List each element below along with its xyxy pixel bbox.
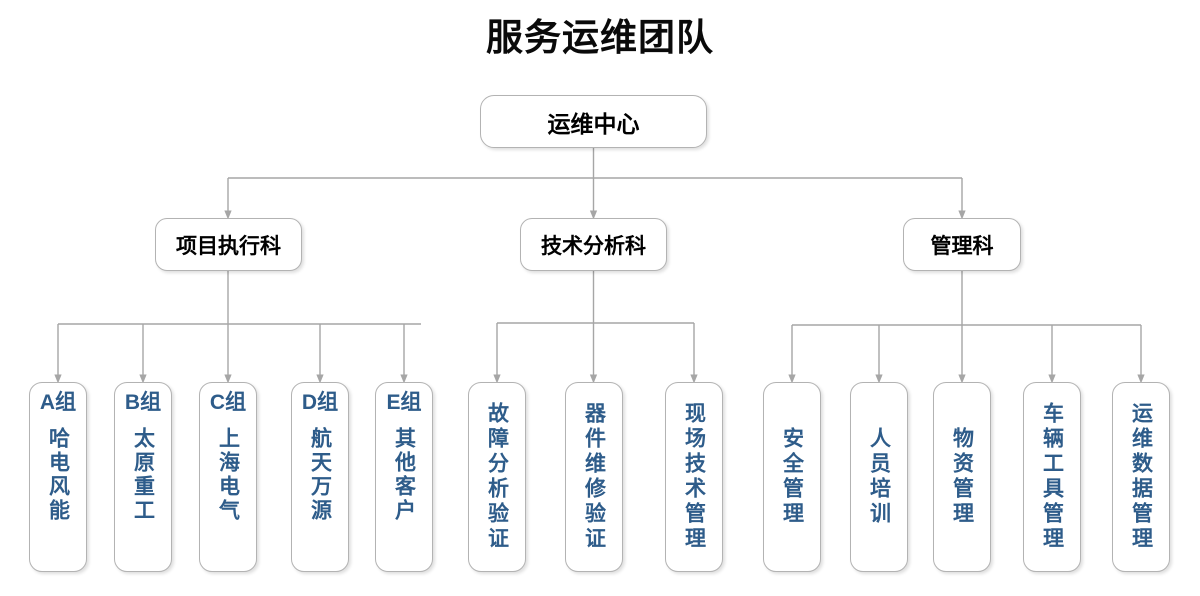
node-leaf-material-management[interactable]: 物资管理 xyxy=(933,382,991,572)
node-leaf-ops-data-management[interactable]: 运维数据管理 xyxy=(1112,382,1170,572)
node-dept-technical-analysis[interactable]: 技术分析科 xyxy=(520,218,667,271)
node-leaf-group-a[interactable]: A组 哈电风能 xyxy=(29,382,87,572)
leaf-name: 太原重工 xyxy=(131,427,155,524)
leaf-name: 现场技术管理 xyxy=(682,402,706,552)
node-leaf-component-repair[interactable]: 器件维修验证 xyxy=(565,382,623,572)
node-leaf-fault-analysis[interactable]: 故障分析验证 xyxy=(468,382,526,572)
node-dept-label: 技术分析科 xyxy=(541,234,646,258)
leaf-name: 航天万源 xyxy=(308,427,332,524)
node-leaf-group-e[interactable]: E组 其他客户 xyxy=(375,382,433,572)
node-root[interactable]: 运维中心 xyxy=(480,95,707,148)
node-dept-management[interactable]: 管理科 xyxy=(903,218,1021,271)
page-title: 服务运维团队 xyxy=(486,17,714,58)
leaf-name: 物资管理 xyxy=(950,427,974,527)
leaf-name: 车辆工具管理 xyxy=(1040,402,1064,552)
node-root-label: 运维中心 xyxy=(547,110,640,137)
leaf-code: C组 xyxy=(209,391,247,414)
node-leaf-group-d[interactable]: D组 航天万源 xyxy=(291,382,349,572)
leaf-name: 器件维修验证 xyxy=(582,402,606,552)
node-leaf-group-b[interactable]: B组 太原重工 xyxy=(114,382,172,572)
node-dept-project-execution[interactable]: 项目执行科 xyxy=(155,218,302,271)
node-dept-label: 管理科 xyxy=(930,234,994,258)
leaf-name: 运维数据管理 xyxy=(1129,402,1153,552)
leaf-code: B组 xyxy=(124,391,162,414)
leaf-name: 其他客户 xyxy=(392,427,416,524)
leaf-code: E组 xyxy=(386,391,422,414)
node-leaf-group-c[interactable]: C组 上海电气 xyxy=(199,382,257,572)
node-dept-label: 项目执行科 xyxy=(176,234,281,258)
leaf-name: 哈电风能 xyxy=(46,427,70,524)
node-leaf-staff-training[interactable]: 人员培训 xyxy=(850,382,908,572)
leaf-name: 上海电气 xyxy=(216,427,240,524)
leaf-name: 安全管理 xyxy=(780,427,804,527)
node-leaf-safety-management[interactable]: 安全管理 xyxy=(763,382,821,572)
leaf-code: D组 xyxy=(301,391,339,414)
node-leaf-vehicle-tool-management[interactable]: 车辆工具管理 xyxy=(1023,382,1081,572)
node-leaf-onsite-technical[interactable]: 现场技术管理 xyxy=(665,382,723,572)
leaf-name: 故障分析验证 xyxy=(485,402,509,552)
leaf-name: 人员培训 xyxy=(867,427,891,527)
leaf-code: A组 xyxy=(39,391,77,414)
